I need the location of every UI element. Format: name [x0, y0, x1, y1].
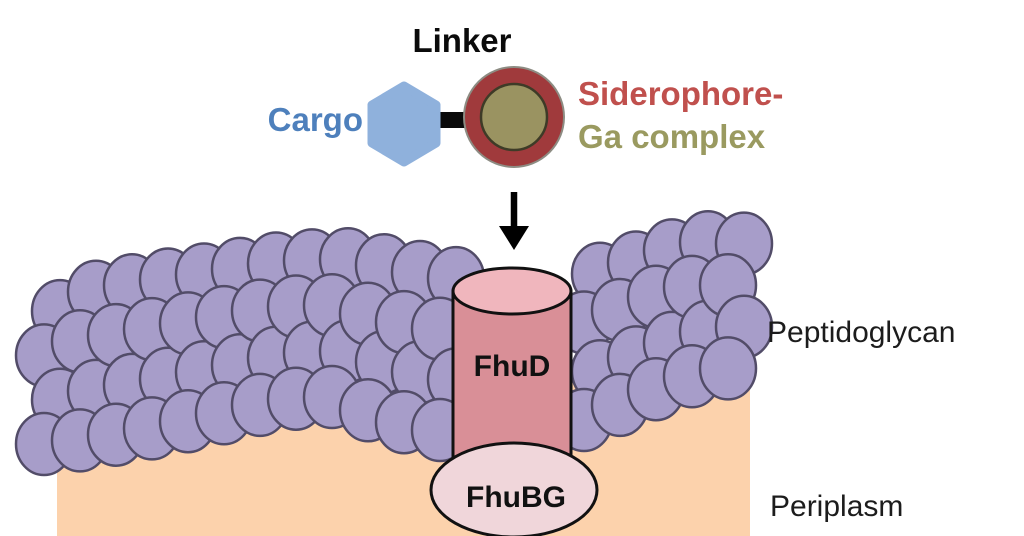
siderophore-label-line1: Siderophore-	[578, 75, 784, 112]
periplasm-label: Periplasm	[770, 490, 904, 523]
siderophore-ga-complex-icon	[463, 66, 565, 168]
fhud-cylinder-top	[451, 266, 573, 316]
fhubg-ellipse	[429, 441, 599, 536]
cargo-label: Cargo	[267, 101, 363, 138]
peptidoglycan-label: Peptidoglycan	[767, 316, 956, 349]
linker-label: Linker	[412, 22, 512, 59]
linker-bar	[436, 112, 470, 128]
siderophore-ga-complex-label: Siderophore- Ga complex	[578, 72, 783, 158]
fhud-label: FhuD	[473, 350, 551, 383]
siderophore-label-line2: Ga complex	[578, 118, 766, 155]
down-arrow-icon	[499, 192, 529, 250]
fhud-cylinder	[451, 266, 573, 495]
fhubg-label: FhuBG	[466, 481, 566, 514]
cargo-hexagon-icon	[367, 81, 441, 167]
gallium-core	[479, 82, 549, 152]
